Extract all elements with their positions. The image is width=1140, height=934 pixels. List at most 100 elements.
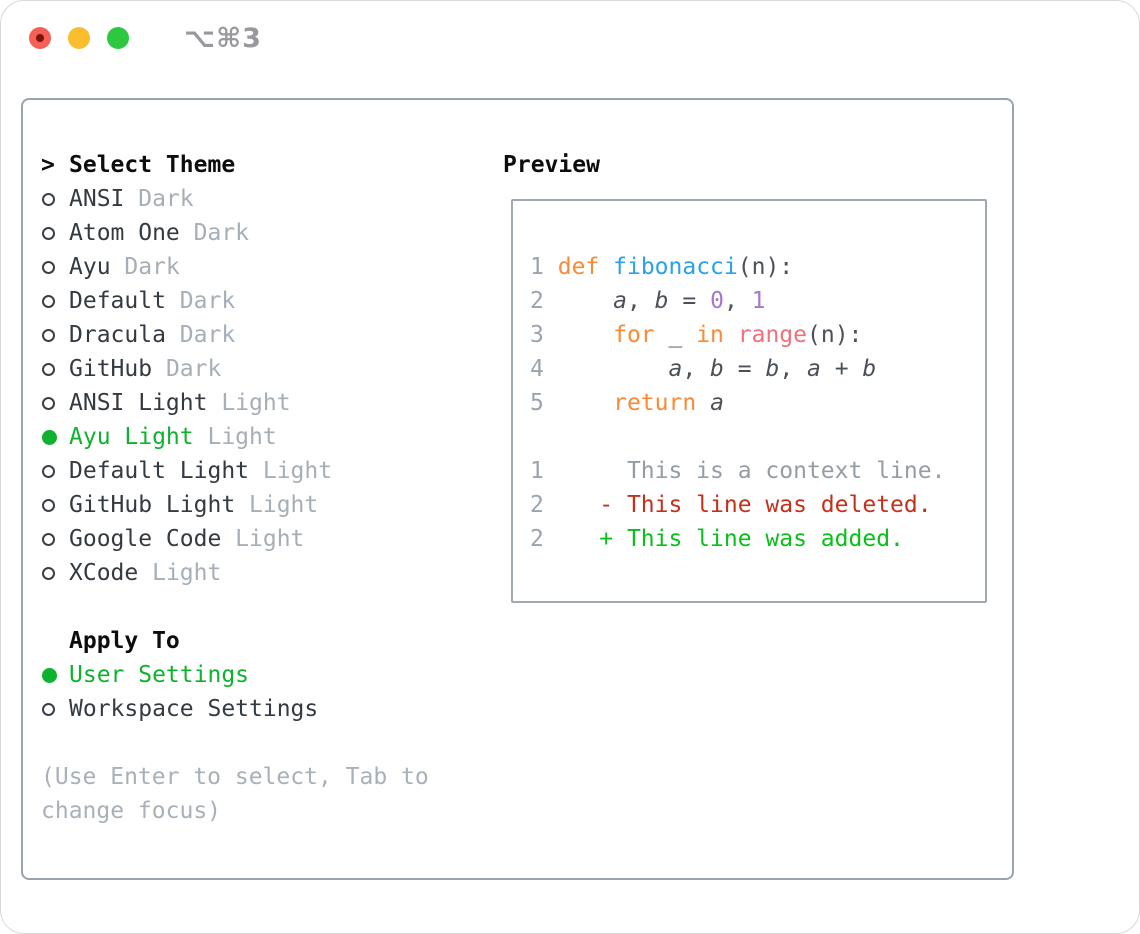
code-token: [696, 390, 710, 416]
theme-variant: Light: [262, 458, 333, 484]
theme-name: Ayu Light: [69, 424, 194, 450]
theme-option-ayu-light[interactable]: Ayu Light Light: [41, 420, 503, 454]
theme-option-ansi-light[interactable]: ANSI Light Light: [41, 386, 503, 420]
theme-variant: Light: [152, 560, 222, 586]
theme-option-google-code[interactable]: Google Code Light: [41, 522, 503, 556]
line-number: 2: [530, 288, 544, 314]
code-token: [724, 322, 738, 348]
code-token: ,: [723, 288, 752, 314]
theme-name: Default: [69, 288, 166, 314]
theme-option-dracula-dark[interactable]: Dracula Dark: [41, 318, 503, 352]
radio-selected-icon: [42, 429, 57, 445]
preview-pane: 1 def fibonacci(n): 2 a, b = 0, 1 3 for …: [511, 199, 987, 603]
theme-list-column: > Select Theme ANSI Dark Atom One Dark A…: [23, 100, 503, 878]
apply-option-workspace-settings[interactable]: Workspace Settings: [41, 692, 503, 726]
theme-name: Atom One: [69, 220, 180, 246]
diff-added-line: 2 + This line was added.: [530, 522, 985, 556]
theme-variant: Dark: [193, 220, 250, 246]
line-number: 4: [530, 356, 544, 382]
theme-option-atom-one-dark[interactable]: Atom One Dark: [41, 216, 503, 250]
code-token: a: [710, 390, 724, 416]
code-token: a: [807, 356, 821, 382]
apply-option-label: User Settings: [69, 662, 250, 688]
blank-line: [530, 420, 985, 454]
theme-name: XCode: [69, 560, 139, 586]
code-token: in: [696, 322, 724, 348]
theme-option-github-dark[interactable]: GitHub Dark: [41, 352, 503, 386]
theme-name: Dracula: [69, 322, 166, 348]
theme-option-ayu-dark[interactable]: Ayu Dark: [41, 250, 503, 284]
code-token: 1: [751, 288, 766, 314]
theme-option-xcode[interactable]: XCode Light: [41, 556, 503, 590]
code-token: ,: [682, 356, 711, 382]
theme-variant: Light: [207, 424, 277, 450]
code-line: 1 def fibonacci(n):: [530, 250, 985, 284]
code-line: 5 return a: [530, 386, 985, 420]
title-bar: ⌥⌘3: [1, 1, 1139, 75]
diff-context-text: This is a context line.: [543, 458, 946, 484]
window-title: ⌥⌘3: [184, 22, 262, 54]
theme-name: Default Light: [69, 458, 250, 484]
code-token: [544, 288, 613, 314]
theme-option-default-light[interactable]: Default Light Light: [41, 454, 503, 488]
theme-option-github-light[interactable]: GitHub Light Light: [41, 488, 503, 522]
theme-name: Google Code: [69, 526, 222, 552]
line-number: 1: [530, 254, 544, 280]
code-token: (n):: [737, 254, 794, 280]
code-token: +: [820, 356, 863, 382]
theme-name: GitHub Light: [69, 492, 236, 518]
radio-icon: [42, 464, 55, 478]
code-token: ,: [779, 356, 808, 382]
apply-option-user-settings[interactable]: User Settings: [41, 658, 503, 692]
unsaved-dot-icon: [36, 34, 44, 42]
code-token: [544, 322, 613, 348]
code-token: =: [723, 356, 766, 382]
diff-deleted-line: 2 - This line was deleted.: [530, 488, 985, 522]
radio-icon: [42, 396, 55, 410]
code-token: [599, 254, 613, 280]
code-token: fibonacci: [613, 254, 738, 280]
code-token: =: [668, 288, 711, 314]
theme-option-ansi-dark[interactable]: ANSI Dark: [41, 182, 503, 216]
radio-icon: [42, 192, 55, 206]
theme-list-heading: Select Theme: [69, 152, 236, 178]
theme-variant: Light: [235, 526, 305, 552]
theme-picker-dialog: > Select Theme ANSI Dark Atom One Dark A…: [21, 98, 1014, 880]
code-token: _: [654, 322, 697, 348]
traffic-lights: [29, 27, 146, 49]
radio-icon: [42, 260, 55, 274]
radio-icon: [42, 566, 55, 580]
theme-name: Ayu: [69, 254, 111, 280]
code-token: range: [737, 322, 808, 348]
radio-icon: [42, 328, 55, 342]
code-token: [544, 356, 669, 382]
theme-variant: Dark: [124, 254, 180, 280]
code-token: [544, 526, 599, 552]
code-line: 4 a, b = b, a + b: [530, 352, 985, 386]
theme-variant: Dark: [165, 356, 222, 382]
theme-variant: Light: [221, 390, 291, 416]
code-token: (n):: [807, 322, 863, 348]
minimize-button[interactable]: [68, 27, 90, 49]
diff-added-text: + This line was added.: [599, 526, 904, 552]
code-token: ,: [626, 288, 655, 314]
close-button[interactable]: [29, 27, 51, 49]
radio-icon: [42, 532, 55, 546]
apply-option-label: Workspace Settings: [69, 696, 319, 722]
diff-deleted-text: - This line was deleted.: [599, 492, 932, 518]
line-number: 2: [530, 526, 544, 552]
code-token: a: [668, 356, 683, 382]
radio-icon: [42, 294, 55, 308]
line-number: 1: [530, 458, 544, 484]
theme-option-default-dark[interactable]: Default Dark: [41, 284, 503, 318]
radio-icon: [42, 498, 55, 512]
code-line: 3 for _ in range(n):: [530, 318, 985, 352]
zoom-button[interactable]: [107, 27, 129, 49]
code-token: b: [862, 356, 877, 382]
theme-variant: Light: [249, 492, 319, 518]
radio-icon: [42, 226, 55, 240]
code-token: b: [654, 288, 669, 314]
code-token: return: [613, 390, 697, 416]
radio-icon: [42, 702, 55, 716]
